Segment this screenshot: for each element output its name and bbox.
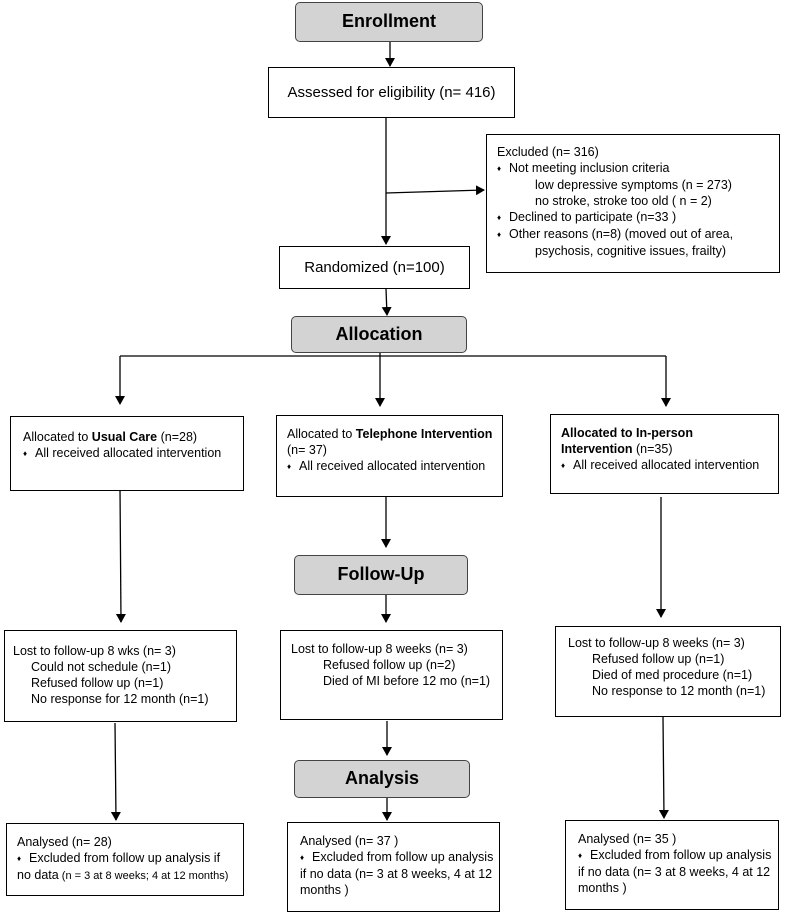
lost-usual-title: Lost to follow-up 8 wks (n= 3) <box>13 644 176 658</box>
analysed-usual-b1: ♦ Excluded from follow up analysis if <box>17 850 243 867</box>
stage-allocation: Allocation <box>291 316 467 353</box>
allocated-usual-bullet: ♦ All received allocated intervention <box>23 445 243 462</box>
excluded-sub-depressive: low depressive symptoms (n = 273) <box>535 178 732 192</box>
arrow-randomized-allocation <box>381 288 392 316</box>
excluded-item-inclusion: ♦ Not meeting inclusion criteria <box>497 160 779 177</box>
allocated-inperson-bullet-text: All received allocated intervention <box>573 458 760 472</box>
analysed-telephone-b1: ♦ Excluded from follow up analysis <box>300 849 499 866</box>
excluded-sub-stroke: no stroke, stroke too old ( n = 2) <box>535 194 712 208</box>
excluded-item-inclusion-text: Not meeting inclusion criteria <box>509 161 670 175</box>
bullet-icon: ♦ <box>578 851 583 860</box>
bullet-icon: ♦ <box>287 462 292 471</box>
analysed-usual-title: Analysed (n= 28) <box>17 835 112 849</box>
allocated-telephone-bullet-text: All received allocated intervention <box>299 459 486 473</box>
lost-telephone-box: Lost to follow-up 8 weeks (n= 3) Refused… <box>280 630 503 720</box>
allocated-inperson-box: Allocated to In-person Intervention (n=3… <box>550 414 779 494</box>
analysed-inperson-b2: if no data (n= 3 at 8 weeks, 4 at 12 <box>578 865 771 879</box>
allocated-inperson-bullet: ♦ All received allocated intervention <box>561 457 778 474</box>
stage-analysis: Analysis <box>294 760 470 798</box>
analysed-telephone-box: Analysed (n= 37 ) ♦ Excluded from follow … <box>287 822 500 912</box>
lost-usual-r2: Refused follow up (n=1) <box>31 676 164 690</box>
analysed-usual-box: Analysed (n= 28) ♦ Excluded from follow u… <box>6 823 244 896</box>
stage-followup: Follow-Up <box>294 555 468 595</box>
allocated-telephone-box: Allocated to Telephone Intervention (n= … <box>276 415 503 497</box>
lost-inperson-box: Lost to follow-up 8 weeks (n= 3) Refused… <box>555 626 781 717</box>
lost-inperson-r3: No response to 12 month (n=1) <box>592 684 766 698</box>
lost-usual-r3: No response for 12 month (n=1) <box>31 692 209 706</box>
bullet-icon: ♦ <box>17 854 22 863</box>
analysed-inperson-b3: months ) <box>578 881 627 895</box>
analysed-telephone-b1-text: Excluded from follow up analysis <box>312 850 494 864</box>
analysed-inperson-title: Analysed (n= 35 ) <box>578 832 677 846</box>
lost-telephone-r2: Died of MI before 12 mo (n=1) <box>323 674 491 688</box>
bullet-icon: ♦ <box>23 449 28 458</box>
lost-inperson-title: Lost to follow-up 8 weeks (n= 3) <box>568 636 745 650</box>
stage-enrollment: Enrollment <box>295 2 483 42</box>
excluded-item-other-cont: psychosis, cognitive issues, frailty) <box>535 244 727 258</box>
excluded-item-other: ♦ Other reasons (n=8) (moved out of area, <box>497 226 779 243</box>
analysed-inperson-b1: ♦ Excluded from follow up analysis <box>578 847 778 864</box>
excluded-item-declined-text: Declined to participate (n=33 ) <box>509 210 677 224</box>
allocated-telephone-n: (n= 37) <box>287 443 327 457</box>
analysed-inperson-b1-text: Excluded from follow up analysis <box>590 848 772 862</box>
assessed-box: Assessed for eligibility (n= 416) <box>268 67 515 118</box>
allocated-usual-bullet-text: All received allocated intervention <box>35 446 222 460</box>
analysed-telephone-title: Analysed (n= 37 ) <box>300 834 399 848</box>
assessed-text: Assessed for eligibility (n= 416) <box>287 84 496 101</box>
excluded-box: Excluded (n= 316) ♦ Not meeting inclusion… <box>486 134 780 273</box>
lost-usual-box: Lost to follow-up 8 wks (n= 3) Could not… <box>4 630 237 722</box>
analysed-inperson-box: Analysed (n= 35 ) ♦ Excluded from follow … <box>565 820 779 910</box>
excluded-item-declined: ♦ Declined to participate (n=33 ) <box>497 209 779 226</box>
arrow-inperson-analysed <box>658 716 669 819</box>
allocated-telephone-title: Allocated to Telephone Intervention <box>287 427 493 441</box>
lost-usual-r1: Could not schedule (n=1) <box>31 660 172 674</box>
allocated-telephone-bullet: ♦ All received allocated intervention <box>287 458 502 475</box>
lost-inperson-r2: Died of med procedure (n=1) <box>592 668 753 682</box>
excluded-title: Excluded (n= 316) <box>497 145 599 159</box>
lost-telephone-title: Lost to follow-up 8 weeks (n= 3) <box>291 642 468 656</box>
randomized-text: Randomized (n=100) <box>304 259 445 276</box>
bullet-icon: ♦ <box>497 230 502 239</box>
arrow-usual-lost <box>115 487 126 623</box>
analysed-usual-b2: no data (n = 3 at 8 weeks; 4 at 12 month… <box>17 868 229 882</box>
bullet-icon: ♦ <box>561 461 566 470</box>
allocated-usual-title: Allocated to Usual Care (n=28) <box>23 430 198 444</box>
bullet-icon: ♦ <box>497 164 502 173</box>
allocated-usual-name: Usual Care <box>91 430 158 444</box>
analysed-telephone-b2: if no data (n= 3 at 8 weeks, 4 at 12 <box>300 867 493 881</box>
excluded-item-other-text: Other reasons (n=8) (moved out of area, <box>509 227 734 241</box>
allocated-inperson-title: Allocated to In-person <box>561 426 693 440</box>
allocated-usual-box: Allocated to Usual Care (n=28) ♦ All rece… <box>10 416 244 491</box>
allocated-inperson-title-cont: Intervention (n=35) <box>561 442 673 456</box>
allocated-telephone-name: Telephone Intervention <box>355 427 493 441</box>
lost-inperson-r1: Refused follow up (n=1) <box>592 652 725 666</box>
analysed-usual-b1-text: Excluded from follow up analysis if <box>29 851 221 865</box>
arrow-usual-analysed <box>110 722 121 821</box>
bullet-icon: ♦ <box>497 213 502 222</box>
lost-telephone-r1: Refused follow up (n=2) <box>323 658 456 672</box>
analysed-telephone-b3: months ) <box>300 883 349 897</box>
arrow-to-excluded <box>385 185 485 196</box>
randomized-box: Randomized (n=100) <box>279 246 470 289</box>
bullet-icon: ♦ <box>300 853 305 862</box>
